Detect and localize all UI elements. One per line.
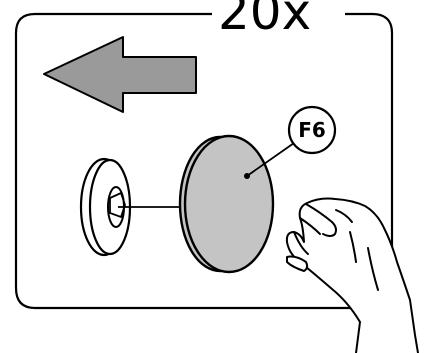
leader-dot <box>244 173 250 179</box>
part-leader-line <box>246 142 295 177</box>
screw-icon <box>79 157 132 257</box>
quantity-label: 20x <box>218 0 311 41</box>
hand-icon <box>285 197 419 353</box>
cover-cap-icon <box>178 134 275 274</box>
part-label: F6 <box>298 118 326 142</box>
part-label-circle <box>287 105 337 155</box>
diagram-frame <box>14 12 394 310</box>
direction-arrow-icon <box>43 36 197 113</box>
